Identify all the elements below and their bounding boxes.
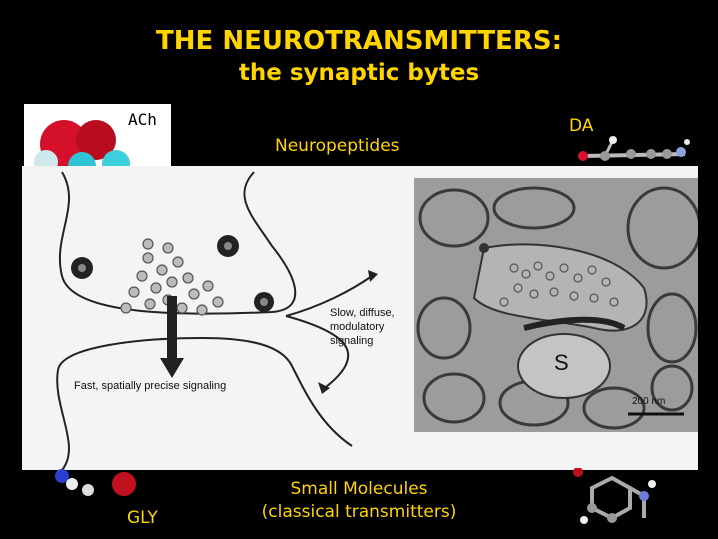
gly-label: GLY (127, 508, 158, 528)
ach-molecule-image: ACh (24, 104, 171, 170)
synapse-diagram-panel: Slow, diffuse, modulatory signaling Fast… (22, 166, 698, 471)
slide-subtitle: the synaptic bytes (238, 60, 480, 86)
fast-signaling-label: Fast, spatially precise signaling (74, 380, 227, 392)
neuropeptides-label: Neuropeptides (275, 136, 400, 156)
indole-molecule-model (573, 468, 656, 524)
small-molecules-line: (classical transmitters) (261, 502, 457, 522)
slow-signaling-line: Slow, diffuse, (330, 307, 395, 319)
gly-molecule-model (55, 469, 136, 496)
da-molecule-model (578, 136, 690, 161)
micrograph-s-label: S (554, 350, 569, 375)
ach-label: ACh (128, 110, 157, 129)
slow-signaling-label: Slow, diffuse, modulatory signaling (330, 306, 395, 348)
small-molecules-label: Small Molecules (classical transmitters) (0, 478, 718, 524)
slow-signaling-line: modulatory (330, 321, 385, 333)
micrograph-image (414, 178, 698, 432)
electron-micrograph: S 200 nm (414, 178, 698, 432)
da-label: DA (569, 116, 594, 136)
slow-signaling-line: signaling (330, 335, 374, 347)
ach-molecule-model (34, 120, 130, 170)
synapse-diagram (56, 171, 378, 471)
small-molecules-line: Small Molecules (290, 479, 428, 499)
scale-bar-label: 200 nm (632, 396, 666, 407)
slide-title: THE NEUROTRANSMITTERS: (156, 26, 562, 56)
